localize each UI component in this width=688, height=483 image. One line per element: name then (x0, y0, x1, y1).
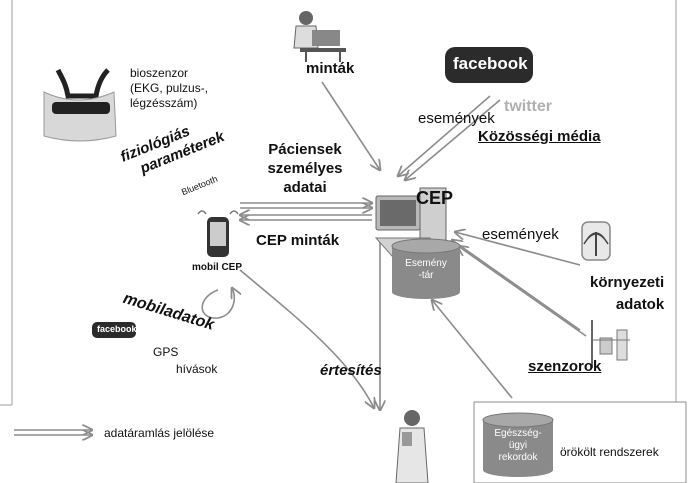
facebook-small-text: facebook (97, 324, 137, 334)
arrow-sensors-to-cep-1 (452, 240, 581, 331)
arrow-social-to-cep-2 (405, 99, 501, 180)
health-records-cylinder (482, 412, 554, 477)
bioszenzor-line-3: légzésszám) (130, 96, 198, 110)
facebook-logo-text: facebook (453, 54, 528, 73)
esemenytar-line-1: Esemény (405, 258, 447, 269)
mobil-cep-label: mobil CEP (192, 262, 243, 273)
orokolt-label: örökölt rendszerek (560, 445, 659, 459)
cep-label: CEP (416, 188, 454, 208)
legend-label: adatáramlás jelölése (104, 426, 215, 440)
antenna-icon (581, 221, 611, 261)
bioszenzor-line-1: bioszenzor (130, 66, 189, 80)
egeszsegugyi-line-2: ügyi (508, 440, 528, 451)
twitter-logo-text: twitter (504, 98, 552, 115)
event-store-cylinder (391, 238, 461, 299)
arrow-social-to-cep-1 (398, 95, 491, 176)
doctor-icon (395, 410, 429, 483)
arrow-sensors-to-cep-2 (458, 246, 587, 337)
arrow-phone-self-loop (201, 288, 234, 319)
mintak-label: minták (306, 60, 355, 77)
arrow-mintak-to-cep (321, 81, 380, 170)
kozossegi-media-label: Közösségi média (478, 128, 601, 145)
arrow-env-to-cep (455, 232, 581, 266)
kornyezeti-label: környezeti adatok (590, 272, 664, 316)
sensors-icon (591, 320, 630, 368)
gps-label: GPS (153, 345, 179, 359)
bioszenzor-label: bioszenzor (EKG, pulzus-, légzésszám) (130, 66, 208, 111)
cep-mintak-label: CEP minták (256, 232, 340, 249)
egeszsegugyi-line-3: rekordok (498, 452, 538, 463)
paciensek-line-1: Páciensek (268, 141, 342, 158)
mobile-phone-icon (197, 210, 239, 257)
kornyezeti-line-2: adatok (615, 296, 665, 313)
esemenytar-line-2: -tár (418, 270, 434, 281)
bioszenzor-line-2: (EKG, pulzus-, (130, 81, 209, 95)
egeszsegugyi-line-1: Egészség- (494, 428, 542, 439)
chest-strap-icon (43, 68, 117, 142)
paciensek-line-3: adatai (283, 179, 327, 196)
facebook-small-bg (92, 322, 136, 338)
esemenytar-label: Esemény -tár (392, 258, 460, 282)
ertesites-label: értesítés (320, 362, 382, 379)
paciensek-line-2: személyes (267, 160, 343, 177)
esemenyek-top-label: események (418, 110, 495, 127)
facebook-logo-bg (445, 47, 533, 83)
person-at-desk-icon (293, 11, 346, 62)
kornyezeti-line-1: környezeti (590, 274, 665, 291)
egeszsegugyi-label: Egészség- ügyi rekordok (483, 428, 553, 464)
hivasok-label: hívások (176, 362, 218, 376)
arrow-phone-to-doctor (239, 269, 374, 408)
szenzorok-label: szenzorok (528, 358, 602, 375)
esemenyek-right-label: események (482, 226, 559, 243)
arrow-records-to-store (432, 300, 513, 399)
paciensek-label: Páciensek személyes adatai (255, 140, 355, 197)
